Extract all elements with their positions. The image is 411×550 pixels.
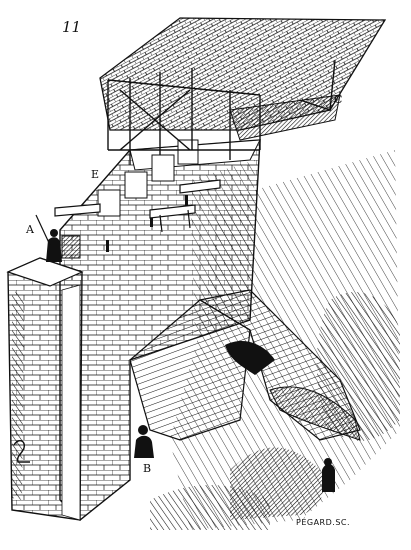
miner-figure xyxy=(322,458,335,492)
arrow-slits xyxy=(106,195,188,252)
label-c: C xyxy=(334,93,343,106)
hoarding-gallery xyxy=(99,17,387,165)
projecting-beams xyxy=(54,179,221,233)
figure-number: 11 xyxy=(62,18,82,36)
crenellations xyxy=(97,139,199,217)
soldier-figure-b xyxy=(134,425,154,458)
label-b: B xyxy=(143,462,152,475)
soldier-figure-a xyxy=(35,214,81,262)
label-e: E xyxy=(91,168,100,181)
fortress-wall xyxy=(59,139,261,521)
corner-mark xyxy=(13,440,30,463)
engraver-credit: PÉGARD.SC. xyxy=(296,518,351,527)
corner-tower xyxy=(6,257,84,521)
breach-timbers xyxy=(129,289,361,441)
label-a: A xyxy=(26,223,34,236)
